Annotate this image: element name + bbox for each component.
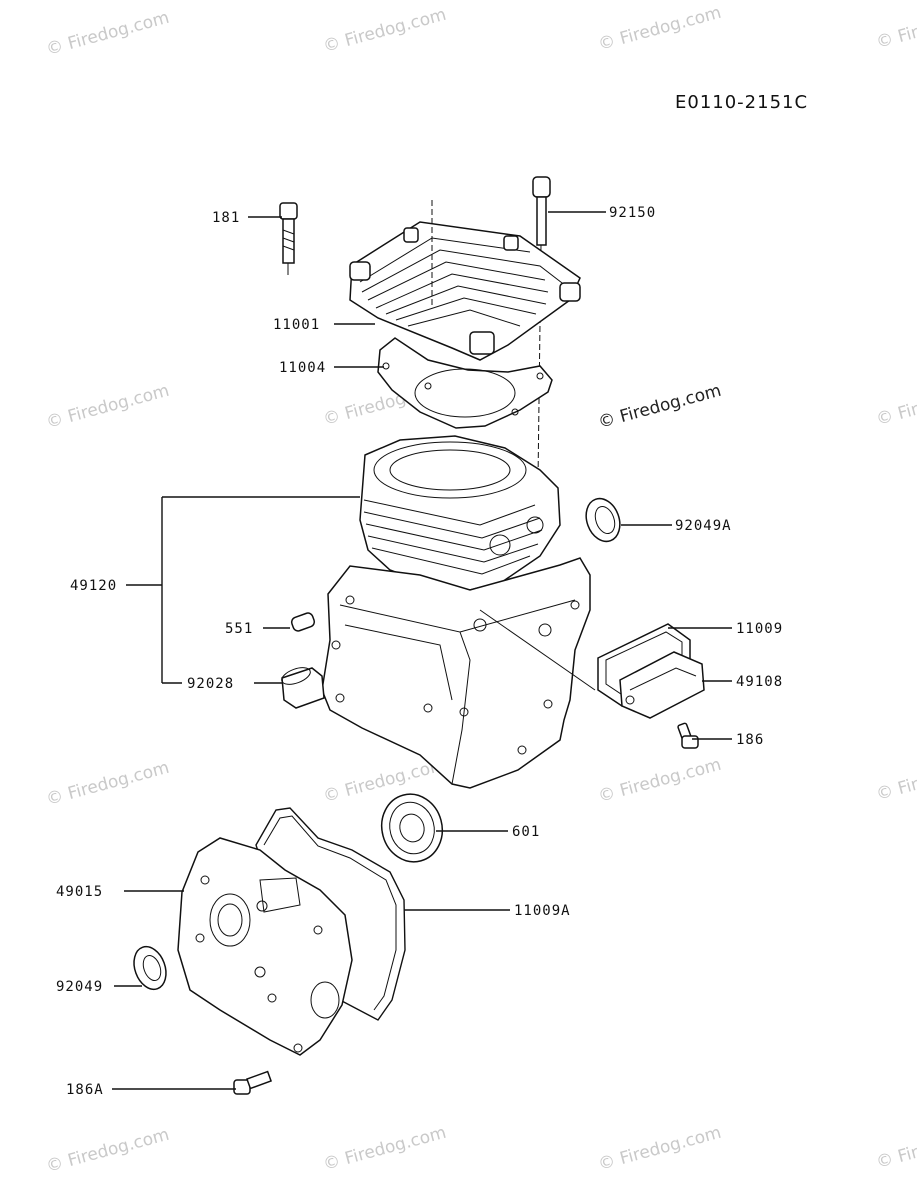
callout-11009A: 11009A — [514, 903, 571, 919]
callout-601: 601 — [512, 824, 540, 840]
bolt-186A — [233, 1070, 273, 1095]
watermark: © Firedog.com — [44, 381, 171, 433]
watermark: © Firedog.com — [321, 5, 448, 57]
callout-11004: 11004 — [279, 360, 326, 376]
bolt-186 — [677, 722, 699, 749]
watermark: © Firedog.com — [44, 758, 171, 810]
callout-92049A: 92049A — [675, 518, 732, 534]
watermark: © Firedog.com — [596, 1123, 723, 1175]
callout-11001: 11001 — [273, 317, 320, 333]
watermark: © Firedog.com — [874, 1121, 917, 1173]
callout-49015: 49015 — [56, 884, 103, 900]
callout-49120: 49120 — [70, 578, 117, 594]
callout-92049: 92049 — [56, 979, 103, 995]
oil-seal-92049 — [133, 945, 167, 991]
head-gasket-11004 — [377, 337, 553, 429]
bushing-92028 — [281, 667, 325, 709]
callout-186: 186 — [736, 732, 764, 748]
leader-lines — [112, 211, 732, 1090]
callout-551: 551 — [225, 621, 253, 637]
callout-49108: 49108 — [736, 674, 783, 690]
watermark: © Firedog.com — [44, 1125, 171, 1177]
watermark: © Firedog.com — [321, 1123, 448, 1175]
callout-186A: 186A — [66, 1082, 104, 1098]
callout-11009: 11009 — [736, 621, 783, 637]
watermark: © Firedog.com — [596, 3, 723, 55]
watermark: © Firedog.com — [596, 755, 723, 807]
callouts: 181 92150 11001 11004 92049A 49120 551 1… — [56, 205, 783, 1098]
bearing-601 — [380, 793, 444, 863]
watermark: © Firedog.com — [596, 381, 723, 433]
crankcase-49120 — [321, 435, 596, 789]
watermark: © Firedog.com — [874, 378, 917, 430]
diagram-code: E0110-2151C — [675, 92, 808, 113]
oil-seal-92049A — [585, 497, 621, 543]
bolt-181 — [279, 202, 298, 275]
crankcase-cover-49015 — [177, 837, 353, 1056]
callout-92150: 92150 — [609, 205, 656, 221]
callout-92028: 92028 — [187, 676, 234, 692]
watermark: © Firedog.com — [874, 753, 917, 805]
cover-49108 — [619, 651, 705, 719]
watermark: © Firedog.com — [874, 1, 917, 53]
watermark: © Firedog.com — [44, 8, 171, 60]
dowel-pin-551 — [290, 612, 316, 632]
bolt-92150 — [532, 176, 551, 481]
callout-181: 181 — [212, 210, 240, 226]
cylinder-head-11001 — [349, 200, 581, 361]
